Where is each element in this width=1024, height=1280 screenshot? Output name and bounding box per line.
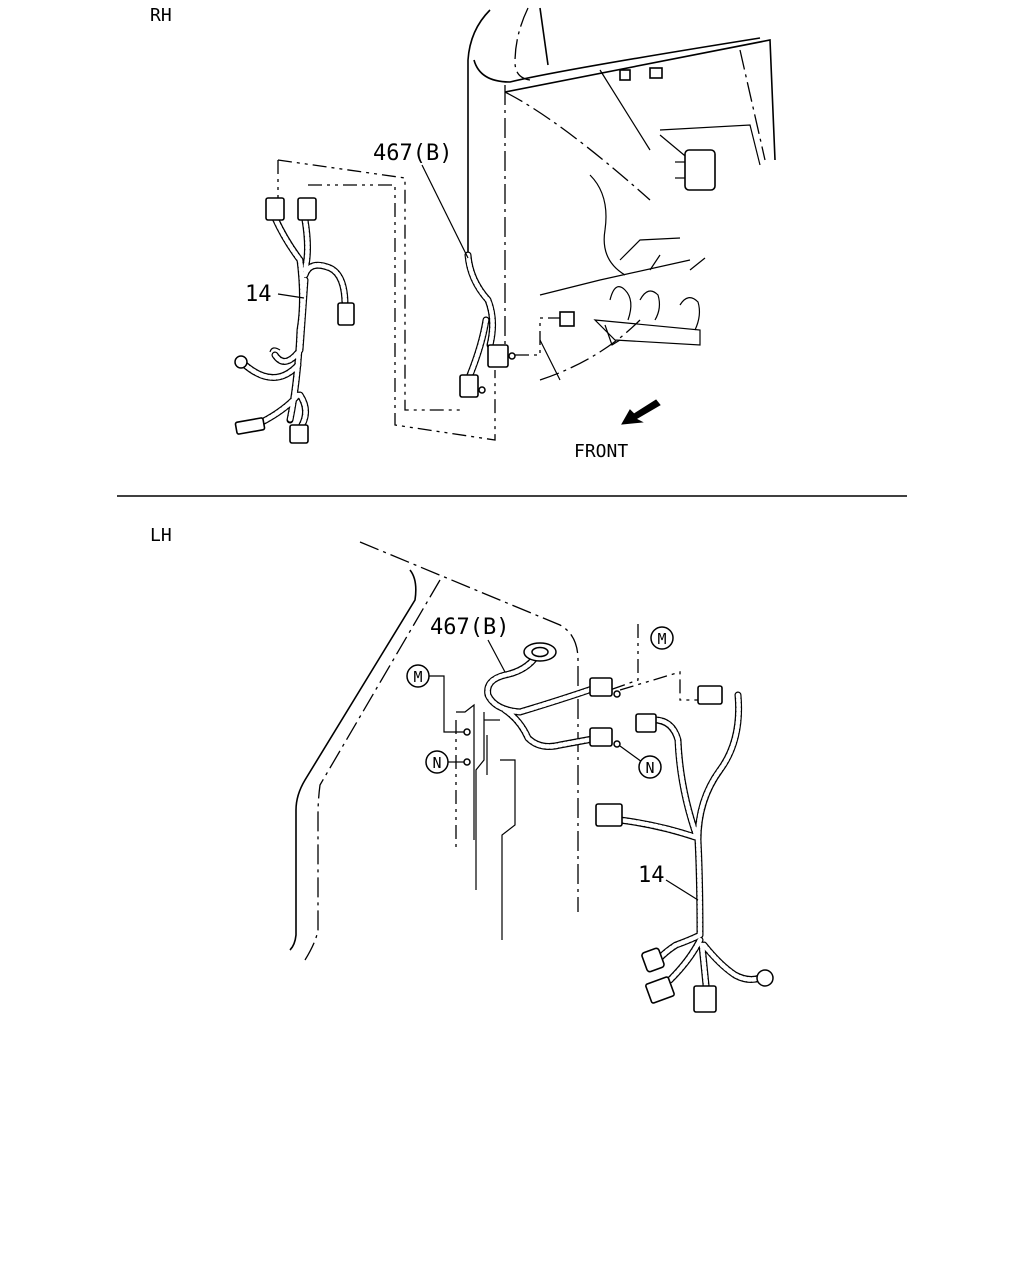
rh-clip-component xyxy=(619,67,716,191)
callout-m-right: M xyxy=(657,630,666,648)
lh-section-title: LH xyxy=(150,525,172,546)
lh-467b-label: 467(B) xyxy=(430,615,509,640)
lh-section: LH xyxy=(150,525,774,1013)
lh-467b-leader xyxy=(487,639,506,673)
rh-467b-label: 467(B) xyxy=(373,141,452,166)
rh-section-title: RH xyxy=(150,5,172,26)
lh-14-label: 14 xyxy=(638,863,665,888)
lh-harness-14 xyxy=(595,685,774,1013)
lh-14-leader xyxy=(665,879,699,901)
rh-harness-14 xyxy=(234,197,355,444)
callout-circle-icon: M xyxy=(406,664,430,688)
callout-m-left: M xyxy=(413,668,422,686)
lh-harness-467b xyxy=(463,642,621,766)
callout-n-right: N xyxy=(645,759,654,777)
lh-body-outline xyxy=(289,541,579,961)
front-arrow-icon xyxy=(621,399,661,425)
rh-leader-lines xyxy=(277,159,560,441)
rh-14-leader xyxy=(277,293,305,299)
rh-body-outline xyxy=(467,7,776,381)
rh-harness-467b xyxy=(459,251,516,398)
callout-n-left: N xyxy=(432,754,441,772)
rh-467b-leader xyxy=(421,164,469,259)
callout-circle-icon: N xyxy=(619,745,662,779)
rh-bracket-assembly xyxy=(559,237,706,346)
rh-section: RH xyxy=(150,5,776,462)
rh-14-label: 14 xyxy=(245,282,272,307)
lh-leader-lines xyxy=(428,624,700,763)
front-label: FRONT xyxy=(574,441,628,462)
callout-circle-icon: N xyxy=(425,750,449,774)
callout-circle-icon: M xyxy=(650,626,674,650)
